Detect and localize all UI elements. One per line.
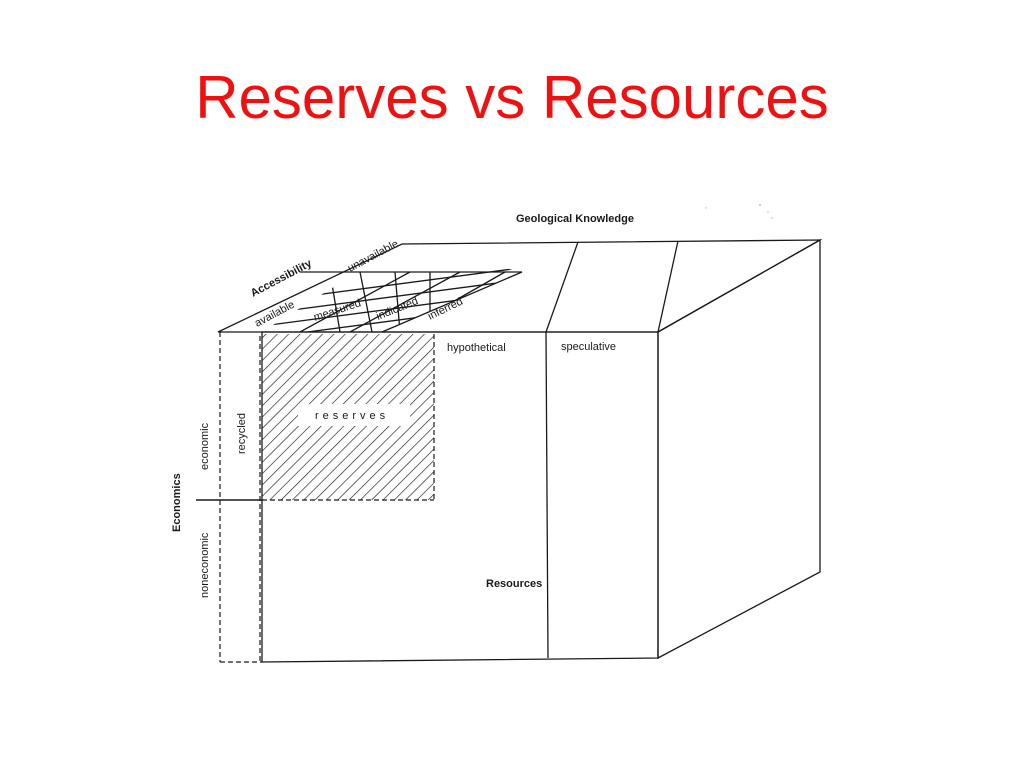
resources-label: Resources [486, 578, 542, 590]
speculative-label: speculative [561, 341, 616, 353]
reserves-label-box [298, 404, 410, 426]
noneconomic-label: noneconomic [199, 532, 211, 598]
geological-knowledge-label: Geological Knowledge [516, 213, 634, 225]
economics-label: Economics [171, 473, 183, 532]
inferred-label: inferred [426, 296, 465, 323]
available-label: available [253, 299, 297, 330]
economic-label: economic [199, 422, 211, 470]
scan-specks [705, 204, 773, 219]
hypothetical-label: hypothetical [447, 342, 506, 354]
reserves-label: reserves [315, 410, 389, 422]
accessibility-label: Accessibility [249, 257, 315, 300]
recycled-label: recycled [236, 413, 248, 454]
unavailable-label: unavailable [346, 238, 401, 275]
slide-title: Reserves vs Resources [195, 64, 829, 131]
